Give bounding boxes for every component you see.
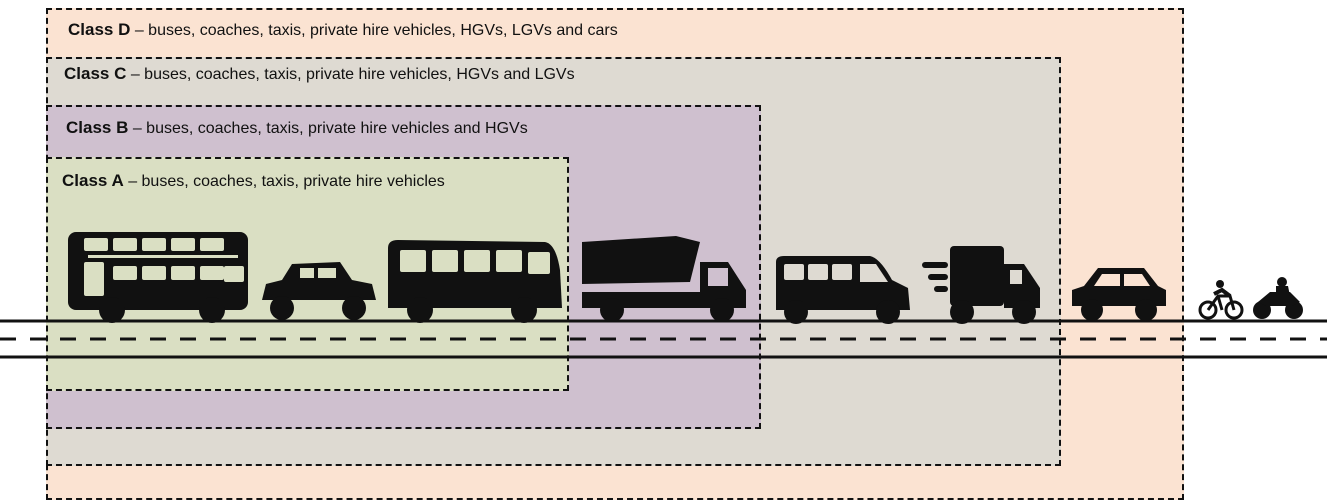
class-c-description: – buses, coaches, taxis, private hire ve… <box>130 66 575 83</box>
class-a-name: Class A <box>62 171 124 190</box>
class-a-label: Class A – buses, coaches, taxis, private… <box>62 171 445 191</box>
class-b-description: – buses, coaches, taxis, private hire ve… <box>132 120 528 137</box>
class-a-description: – buses, coaches, taxis, private hire ve… <box>128 173 445 190</box>
motorcycle-icon <box>1253 277 1303 319</box>
coach-icon <box>388 240 562 323</box>
lgv-van-icon <box>922 246 1040 324</box>
class-c-label: Class C – buses, coaches, taxis, private… <box>64 64 575 84</box>
class-c-name: Class C <box>64 64 127 83</box>
class-d-name: Class D <box>68 20 131 39</box>
hgv-truck-icon <box>582 236 746 322</box>
bicycle-icon <box>1198 280 1244 320</box>
car-icon <box>1072 268 1166 321</box>
class-b-label: Class B – buses, coaches, taxis, private… <box>66 118 528 138</box>
minibus-icon <box>776 256 910 324</box>
taxi-icon <box>262 262 376 320</box>
class-b-name: Class B <box>66 118 129 137</box>
class-d-label: Class D – buses, coaches, taxis, private… <box>68 20 618 40</box>
double-decker-bus-icon <box>68 232 248 323</box>
class-d-description: – buses, coaches, taxis, private hire ve… <box>134 22 618 39</box>
